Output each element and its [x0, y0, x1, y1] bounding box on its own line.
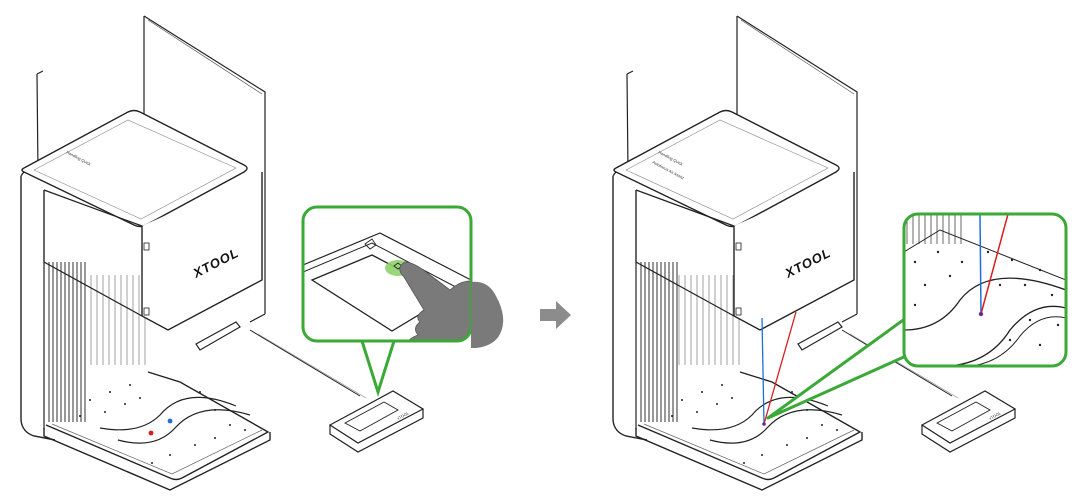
flag-icon — [364, 238, 377, 250]
machine-lid-right — [613, 109, 840, 228]
callout-controller-closeup — [301, 205, 504, 398]
controller-left: xTOOL — [328, 390, 425, 453]
vent-grille-left — [48, 262, 86, 422]
controller-label-left: xTOOL — [396, 410, 410, 421]
blue-focus-dot-left — [167, 418, 173, 424]
work-bed-left — [45, 371, 270, 481]
hand-press-icon — [399, 261, 471, 341]
work-bed-right — [637, 371, 862, 481]
controller-label-right: xTOOL — [988, 410, 1002, 421]
red-laser-beam — [763, 311, 797, 425]
callout-focus-closeup — [766, 212, 1068, 420]
front-handle-right — [797, 321, 843, 351]
machine-body-left — [20, 176, 56, 441]
controller-right: xTOOL — [920, 390, 1017, 453]
laser-machine-right: Handling Quick Autofocus Air Assist XTOO… — [612, 15, 1017, 491]
cable-left — [249, 329, 361, 397]
callout-frame-left — [301, 205, 473, 343]
vent-grille-right — [640, 262, 678, 422]
lid-button-icon — [143, 242, 150, 251]
machine-body-right — [612, 176, 648, 441]
laser-machine-left: Handling Quick XTOOL — [20, 15, 425, 491]
red-focus-dot-left — [148, 430, 154, 436]
blue-laser-beam — [761, 317, 765, 425]
material-curve-left — [99, 396, 237, 431]
right-arrow-icon — [540, 301, 571, 329]
callout-pointer-right — [766, 316, 908, 420]
callout-frame-right — [902, 212, 1068, 368]
focus-point — [978, 311, 984, 317]
cable-right — [841, 329, 953, 397]
red-laser-closeup — [980, 214, 1009, 315]
callout-pointer-left — [360, 340, 396, 398]
front-handle-left — [195, 321, 241, 351]
material-curve-closeup — [904, 277, 1066, 331]
blue-laser-closeup — [979, 214, 982, 315]
machine-lid-left — [21, 109, 248, 228]
